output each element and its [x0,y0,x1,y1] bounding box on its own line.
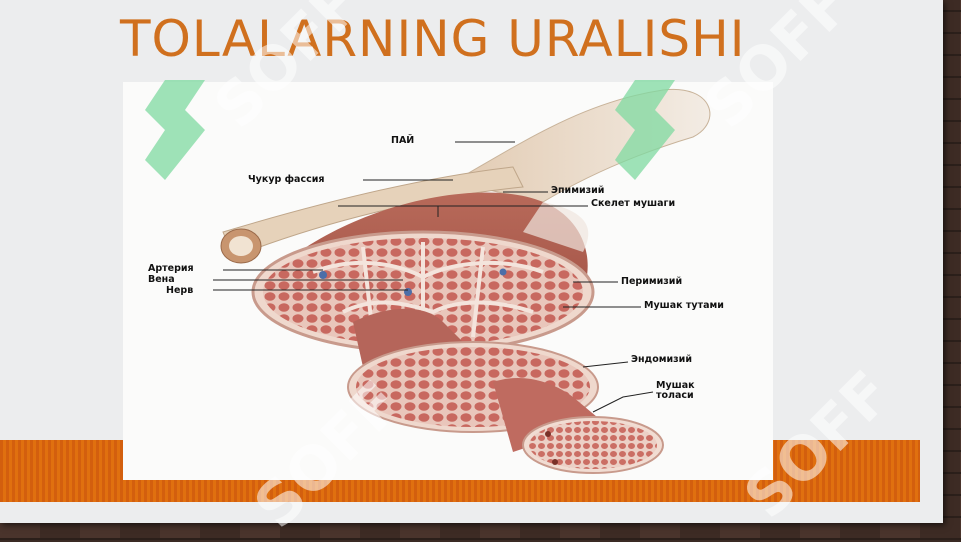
muscle-illustration [213,88,711,474]
label-chukur-fassiya: Чукур фассия [248,174,325,185]
label-endomiziy: Эндомизий [631,354,692,365]
soff-logo-icon [145,80,205,180]
label-vena: Вена [148,274,175,285]
label-perimiziy: Перимизий [621,276,683,287]
label-mushak-tutami: Мушак тутами [644,300,724,311]
label-pay: ПАЙ [391,135,415,146]
label-arteriya: Артерия [148,263,194,274]
slide-title: TOLALARNING URALISHI [120,10,746,68]
muscle-structure-figure: ПАЙ Чукур фассия Эпимизий Скелет мушаги … [123,82,773,480]
soff-logo-icon [615,80,675,180]
label-mushak-tolasi-1: Мушак [656,380,695,391]
label-epimiziy: Эпимизий [551,185,605,196]
label-skelet-mushagi: Скелет мушаги [591,198,676,209]
label-mushak-tolasi-2: толаси [656,390,694,401]
label-nerv: Нерв [166,285,194,296]
